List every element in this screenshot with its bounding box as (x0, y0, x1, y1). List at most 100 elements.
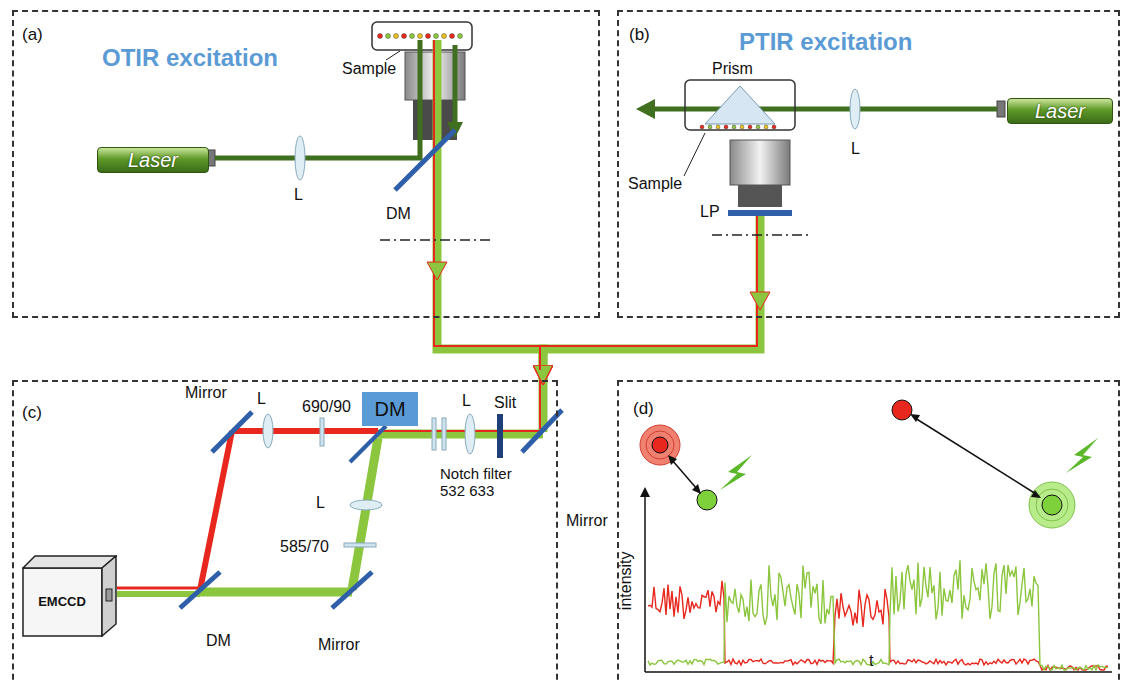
part-label: Sample (342, 60, 396, 78)
sample-molecules (378, 34, 777, 130)
prism (705, 86, 775, 124)
beam-direction-arrow (427, 262, 447, 280)
objective-lens (730, 140, 790, 207)
slit (497, 414, 503, 458)
laser-nozzle (997, 101, 1005, 117)
sample-molecules (716, 125, 720, 129)
laser-source: Laser (1007, 98, 1113, 124)
reflected-beam (447, 45, 463, 138)
prism-holder (685, 80, 795, 130)
plot-axis (640, 487, 650, 497)
plot-axis (644, 495, 646, 672)
panel-title: OTIR excitation (102, 45, 278, 71)
donor-dye-icon (1042, 495, 1062, 515)
emccd-camera: EMCCD (22, 555, 117, 637)
part-label: DM (386, 205, 411, 223)
part-label: Slit (494, 394, 516, 412)
part-label: 690/90 (302, 398, 351, 416)
panel-letter: (d) (633, 400, 654, 419)
panel-letter: (c) (22, 404, 42, 423)
lens (295, 136, 305, 180)
distance-arrow (668, 455, 701, 494)
leader-line (386, 51, 400, 60)
emission-beam (378, 430, 543, 439)
panel-frame: (c) DM EMCCD (12, 380, 558, 682)
plot-axis (645, 671, 1112, 673)
red-channel-beam (117, 431, 378, 590)
sample-molecules (434, 34, 439, 39)
light-beam (437, 318, 543, 380)
sample-molecules (772, 125, 776, 129)
leader-line (684, 133, 705, 176)
donor-dye-icon (1029, 482, 1075, 528)
excitation-bolt (720, 455, 752, 490)
slit (497, 414, 503, 458)
long-pass-filter (728, 210, 792, 216)
lens (465, 414, 475, 454)
dichroic-mirror (180, 572, 220, 608)
dichroic-mirror (395, 130, 455, 190)
mirror (332, 572, 372, 608)
lens (850, 89, 860, 129)
part-label: Prism (712, 60, 753, 78)
optical-axis (380, 239, 490, 241)
dichroic-box: DM (362, 392, 418, 426)
acceptor-dye-icon (892, 400, 912, 420)
sample-molecules (450, 34, 455, 39)
long-pass-filter (728, 210, 792, 216)
green-channel-beam (117, 591, 200, 597)
distance-arrow (692, 484, 701, 494)
sample-molecules (442, 34, 447, 39)
box-label: Laser (128, 149, 178, 171)
part-label: 585/70 (280, 538, 329, 556)
part-label: Mirror (566, 512, 608, 530)
dichroic-mirror (350, 426, 386, 462)
red-channel-beam (232, 428, 378, 434)
excitation-beam (636, 99, 997, 119)
sample-molecules (764, 125, 768, 129)
sample-molecules (458, 34, 463, 39)
axis-label: t (869, 652, 873, 670)
plot-axis (640, 487, 1112, 672)
red-emission-line (434, 318, 540, 370)
distance-arrow (668, 455, 677, 465)
notch-filter (442, 418, 446, 450)
green-channel-beam (117, 438, 378, 594)
excitation-beam (636, 99, 655, 119)
part-label: Mirror (318, 636, 360, 654)
distance-arrow (910, 414, 1041, 498)
part-label: Notch filter 532 633 (440, 466, 535, 499)
lens (263, 414, 273, 448)
dichroic-mirror (180, 426, 386, 608)
panel-frame: (d) (617, 380, 1120, 682)
notch-filter (432, 418, 446, 450)
lens (295, 136, 305, 180)
optical-axis (380, 240, 490, 241)
sample-molecules (410, 34, 415, 39)
panel-letter: (a) (22, 26, 43, 45)
objective-lens (738, 185, 782, 207)
distance-arrow (672, 460, 697, 489)
part-label: Sample (628, 175, 682, 193)
acceptor-dye-icon (892, 400, 912, 420)
reflected-beam (453, 45, 458, 125)
objective-lens (730, 140, 790, 185)
prism-holder (685, 80, 795, 130)
sample-molecules (378, 34, 383, 39)
box-label: DM (374, 398, 405, 420)
sample-molecules (732, 125, 736, 129)
distance-arrow (1031, 490, 1041, 498)
sample-molecules (386, 34, 391, 39)
optical-axis (712, 235, 810, 236)
panel-frame: (a) OTIR excitationLaser (12, 10, 600, 318)
acceptor-dye-icon (652, 437, 668, 453)
sample-molecules (426, 34, 431, 39)
donor-dye-icon (1029, 482, 1075, 528)
distance-arrow (915, 418, 1036, 494)
mirror (212, 412, 252, 452)
beam-direction-arrow (750, 292, 770, 310)
acceptor-dye-icon (646, 431, 674, 459)
part-label: L (294, 186, 303, 204)
beam-direction-arrow (427, 262, 447, 280)
